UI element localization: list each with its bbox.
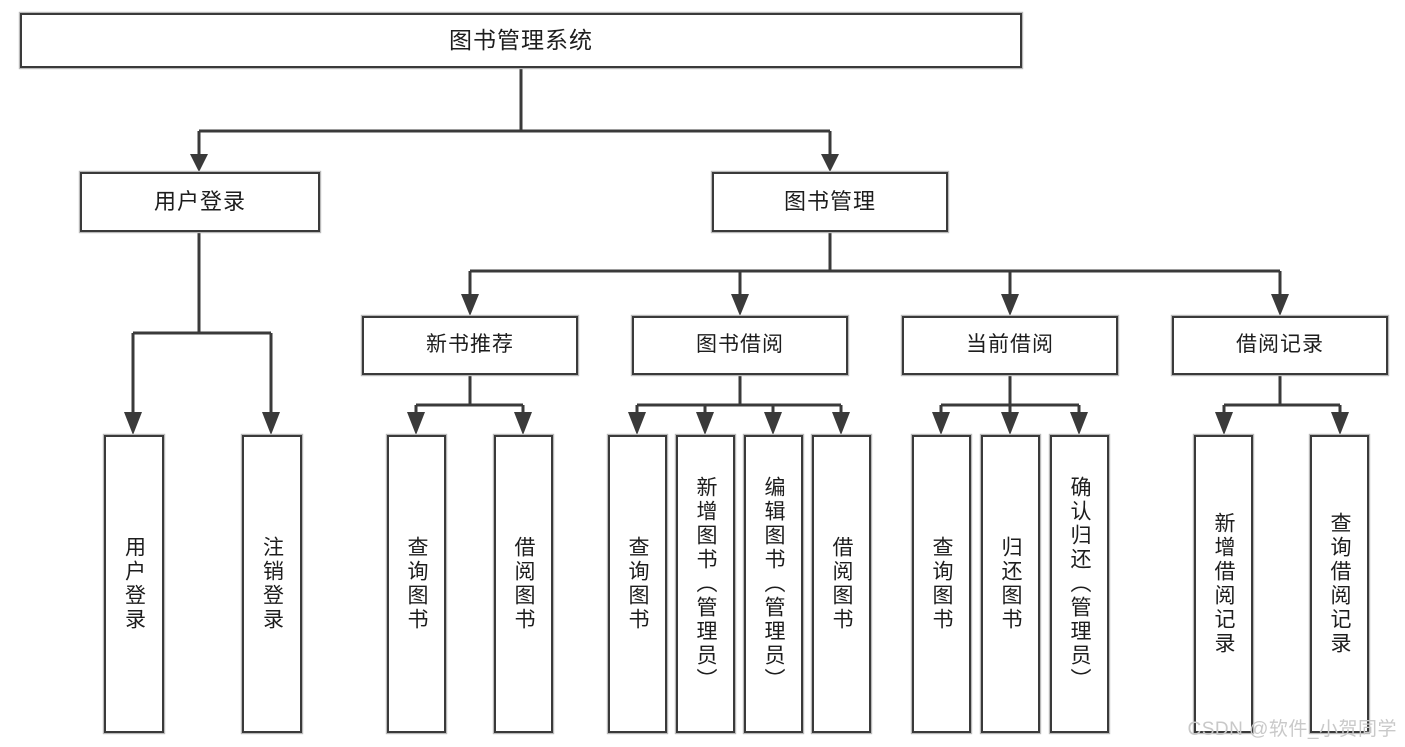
node-label: 用户登录 [122, 536, 146, 632]
node-book-borrow[interactable]: 图书借阅 [632, 316, 848, 375]
node-label: 新增图书（管理员） [694, 476, 717, 692]
arrowhead-leaf-borrow-book-2 [832, 412, 850, 435]
node-label: 查询图书 [405, 536, 428, 632]
arrowhead-current-borrow [1001, 294, 1019, 316]
arrowhead-borrow-record [1271, 294, 1289, 316]
node-label: 确认归还（管理员） [1068, 476, 1091, 692]
node-borrow-record[interactable]: 借阅记录 [1172, 316, 1388, 375]
node-leaf-query-book-borrow[interactable]: 查询图书 [608, 435, 667, 733]
node-label: 注销登录 [260, 536, 284, 632]
arrowhead-leaf-query-record [1331, 412, 1349, 435]
node-label: 新书推荐 [426, 333, 514, 357]
arrowhead-leaf-add-record [1215, 412, 1233, 435]
arrowhead-leaf-add-book [696, 412, 714, 435]
node-label: 图书借阅 [696, 333, 784, 357]
node-label: 编辑图书（管理员） [762, 476, 785, 692]
node-label: 归还图书 [999, 536, 1022, 632]
node-label: 图书管理系统 [449, 27, 593, 54]
arrowhead-book-management [821, 154, 839, 172]
node-leaf-logout-login[interactable]: 注销登录 [242, 435, 302, 733]
node-leaf-query-book-recommend[interactable]: 查询图书 [387, 435, 446, 733]
node-current-borrow[interactable]: 当前借阅 [902, 316, 1118, 375]
arrowhead-leaf-confirm-return [1070, 412, 1088, 435]
node-leaf-edit-book[interactable]: 编辑图书（管理员） [744, 435, 803, 733]
arrowhead-leaf-user-login [124, 412, 142, 435]
node-label: 查询借阅记录 [1328, 512, 1351, 656]
node-leaf-borrow-book-recommend[interactable]: 借阅图书 [494, 435, 553, 733]
node-user-login[interactable]: 用户登录 [80, 172, 320, 232]
arrowhead-user-login [190, 154, 208, 172]
node-label: 查询图书 [930, 536, 953, 632]
arrowhead-new-book-recommend [461, 294, 479, 316]
node-leaf-add-borrow-record[interactable]: 新增借阅记录 [1194, 435, 1253, 733]
arrowhead-leaf-query-book-2 [628, 412, 646, 435]
node-leaf-borrow-book[interactable]: 借阅图书 [812, 435, 871, 733]
node-label: 用户登录 [153, 189, 246, 215]
node-label: 当前借阅 [966, 333, 1054, 357]
node-leaf-user-login[interactable]: 用户登录 [104, 435, 164, 733]
arrowhead-leaf-edit-book [764, 412, 782, 435]
node-label: 借阅图书 [512, 536, 535, 632]
arrowhead-leaf-logout-login [262, 412, 280, 435]
node-leaf-return-book[interactable]: 归还图书 [981, 435, 1040, 733]
node-label: 借阅记录 [1236, 333, 1324, 357]
node-label: 借阅图书 [830, 536, 853, 632]
node-leaf-query-borrow-record[interactable]: 查询借阅记录 [1310, 435, 1369, 733]
arrowhead-leaf-borrow-book-1 [514, 412, 532, 435]
csdn-watermark: CSDN @软件_小贺同学 [1187, 719, 1397, 740]
node-leaf-add-book[interactable]: 新增图书（管理员） [676, 435, 735, 733]
node-label: 查询图书 [626, 536, 649, 632]
node-new-book-recommend[interactable]: 新书推荐 [362, 316, 578, 375]
arrowhead-leaf-query-book-3 [932, 412, 950, 435]
node-label: 新增借阅记录 [1212, 512, 1235, 656]
arrowhead-book-borrow [731, 294, 749, 316]
node-book-management[interactable]: 图书管理 [712, 172, 948, 232]
node-leaf-confirm-return[interactable]: 确认归还（管理员） [1050, 435, 1109, 733]
arrowhead-leaf-query-book-1 [407, 412, 425, 435]
node-leaf-query-book-current[interactable]: 查询图书 [912, 435, 971, 733]
arrowhead-leaf-return-book [1001, 412, 1019, 435]
node-book-management-system[interactable]: 图书管理系统 [20, 13, 1022, 68]
node-label: 图书管理 [783, 189, 876, 215]
